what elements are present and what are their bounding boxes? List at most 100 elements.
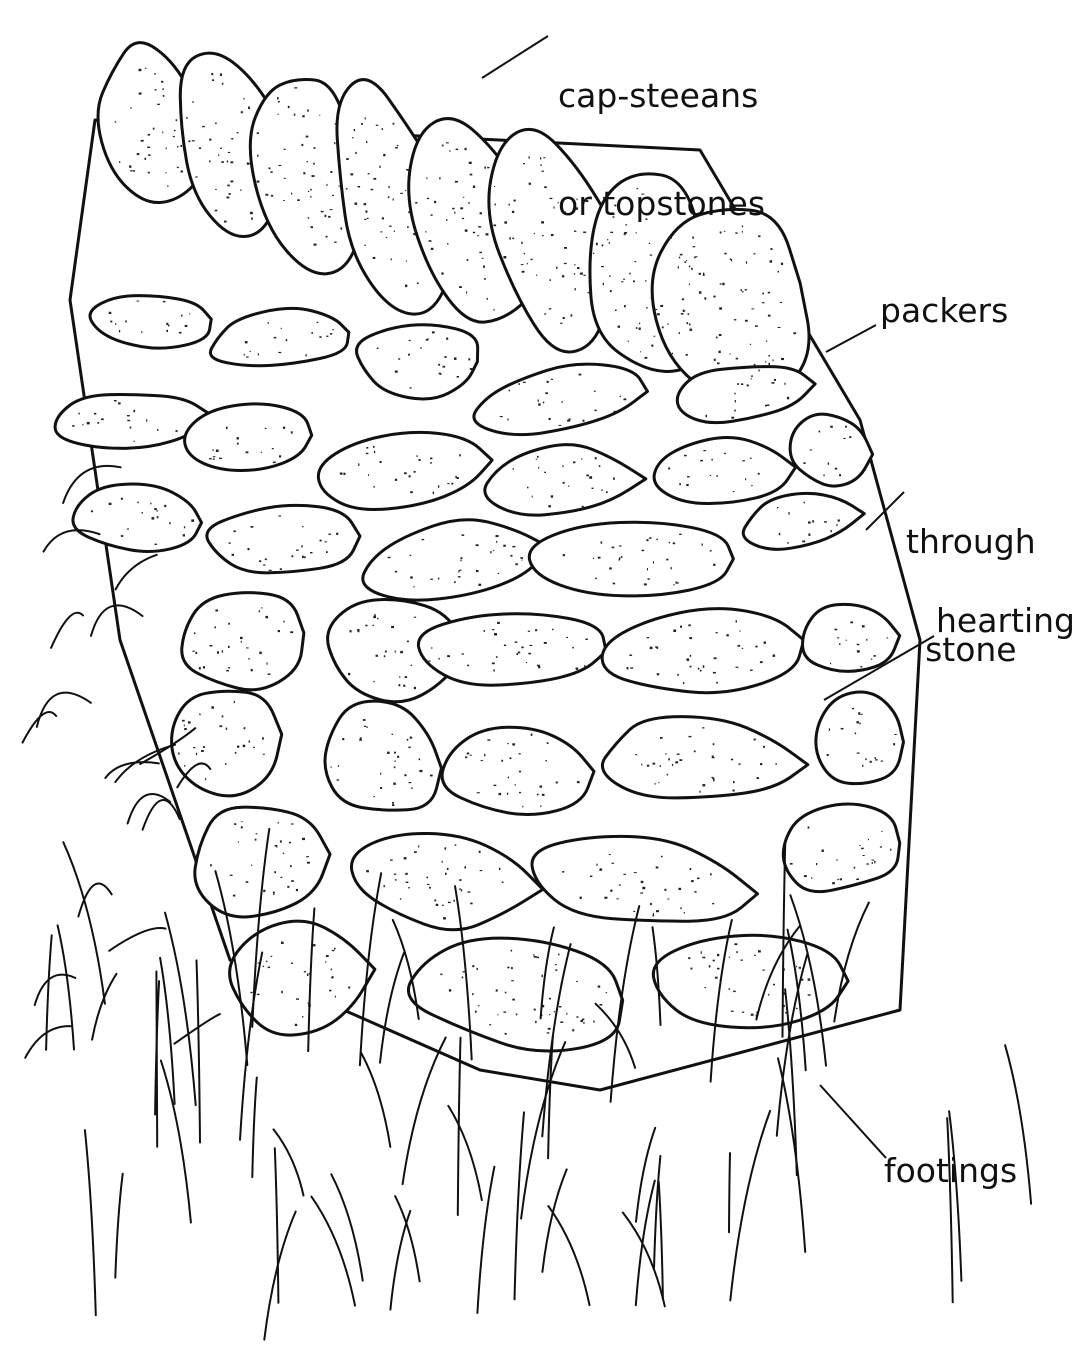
stone-speckle <box>739 763 741 765</box>
stone-speckle <box>679 483 681 485</box>
stone-speckle <box>745 478 746 480</box>
stone-speckle <box>373 446 375 448</box>
stone-speckle <box>72 425 74 427</box>
stone-speckle <box>581 458 582 460</box>
stone-speckle <box>354 129 355 131</box>
stone-speckle <box>129 165 131 167</box>
stone-speckle <box>691 880 694 882</box>
wall-stone <box>172 691 282 796</box>
stone-speckle <box>647 765 649 767</box>
stone-speckle <box>331 766 332 768</box>
stone-speckle <box>468 891 471 892</box>
stone-speckle <box>481 760 483 761</box>
grass-blade <box>63 842 105 1004</box>
stone-speckle <box>205 778 206 780</box>
stone-speckle <box>593 312 595 314</box>
stone-speckle <box>484 754 485 756</box>
stone-speckle <box>410 737 412 739</box>
stone-speckle <box>872 860 875 861</box>
stone-speckle <box>346 188 348 189</box>
stone-speckle <box>226 728 227 730</box>
stone-speckle <box>773 984 775 986</box>
stone-speckle <box>284 178 286 179</box>
stone-speckle <box>97 422 99 424</box>
stone-speckle <box>446 142 449 143</box>
stone-speckle <box>364 203 367 205</box>
stone-speckle <box>529 645 532 646</box>
stone-speckle <box>774 379 776 381</box>
stone-speckle <box>629 655 632 656</box>
grass-blade <box>395 1196 419 1281</box>
stone-speckle <box>410 576 413 578</box>
stone-speckle <box>569 418 571 420</box>
stone-speckle <box>779 533 781 535</box>
stone-speckle <box>430 462 432 463</box>
stone-speckle <box>657 647 659 649</box>
stone-speckle <box>619 545 621 546</box>
stone-speckle <box>671 567 672 569</box>
stone-speckle <box>527 263 528 264</box>
stone-speckle <box>262 737 264 740</box>
grass-blade <box>311 1197 355 1306</box>
stone-speckle <box>589 476 592 479</box>
stone-speckle <box>465 148 467 150</box>
stone-speckle <box>681 313 684 315</box>
stone-speckle <box>865 758 867 760</box>
stone-speckle <box>291 963 293 964</box>
stone-speckle <box>109 503 112 505</box>
stone-speckle <box>371 189 374 190</box>
stone-speckle <box>291 431 293 433</box>
stone-speckle <box>295 1024 297 1026</box>
stone-speckle <box>701 951 702 953</box>
stone-speckle <box>431 647 432 648</box>
stone-speckle <box>248 107 250 110</box>
stone-speckle <box>843 438 845 439</box>
stone-speckle <box>750 344 751 345</box>
stone-speckle <box>211 73 213 75</box>
stone-speckle <box>690 666 692 668</box>
stone-speckle <box>395 571 397 573</box>
stone-speckle <box>512 743 515 745</box>
stone-speckle <box>399 684 401 686</box>
stone-speckle <box>363 719 366 721</box>
stone-speckle <box>713 564 715 566</box>
stone-speckle <box>447 655 450 657</box>
stone-speckle <box>162 89 164 90</box>
stone-speckle <box>687 658 690 661</box>
stone-speckle <box>281 328 282 329</box>
stone-speckle <box>365 625 367 627</box>
stone-speckle <box>216 450 219 453</box>
stone-speckle <box>702 784 705 786</box>
stone-speckle <box>400 898 401 899</box>
stone-speckle <box>755 646 757 648</box>
stone-speckle <box>326 236 328 238</box>
stone-speckle <box>432 331 435 333</box>
stone-speckle <box>408 211 409 213</box>
stone-speckle <box>174 130 176 131</box>
stone-speckle <box>237 443 239 445</box>
stone-speckle <box>661 856 663 858</box>
stone-speckle <box>560 323 562 324</box>
stone-speckle <box>592 488 594 489</box>
stone-speckle <box>563 465 564 467</box>
stone-speckle <box>259 652 262 655</box>
stone-speckle <box>302 115 304 117</box>
stone-speckle <box>536 275 537 276</box>
stone-speckle <box>507 967 509 969</box>
stone-speckle <box>215 122 216 124</box>
stone-speckle <box>520 557 523 559</box>
stone-speckle <box>590 876 593 877</box>
grass-blade <box>548 1206 589 1305</box>
stone-speckle <box>660 765 661 767</box>
stone-speckle <box>618 326 620 328</box>
stone-speckle <box>824 474 825 476</box>
stone-speckle <box>395 760 396 762</box>
stone-speckle <box>161 81 163 83</box>
stone-speckle <box>421 347 422 349</box>
stone-speckle <box>754 739 756 741</box>
stone-speckle <box>542 171 545 172</box>
stone-speckle <box>521 242 522 244</box>
stone-speckle <box>595 578 597 580</box>
stone-speckle <box>294 114 296 116</box>
stone-speckle <box>283 853 285 854</box>
